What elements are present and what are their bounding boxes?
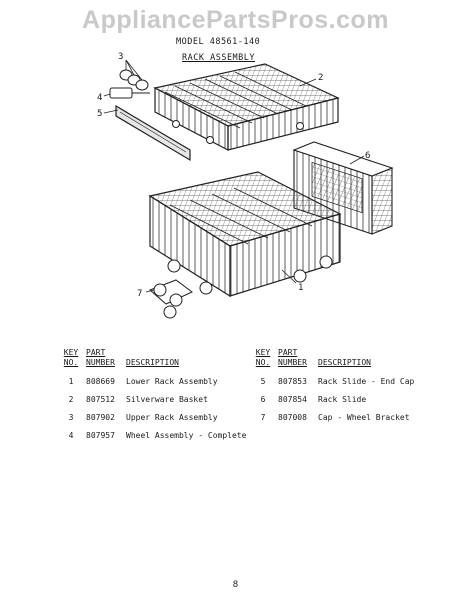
part-number-cell: 807853 — [278, 377, 307, 386]
table-row: 4 807957 Wheel Assembly - Complete — [56, 431, 440, 449]
key-cell: 5 — [260, 377, 266, 386]
callout-leaders — [103, 59, 365, 293]
callout-1: 1 — [298, 283, 303, 293]
page-number: 8 — [232, 580, 239, 590]
rack-slide-drawing — [115, 104, 191, 162]
description-cell: Silverware Basket — [126, 395, 208, 404]
part-number-cell: 808669 — [86, 377, 115, 386]
table-row: 1 808669 Lower Rack Assembly 5 807853 Ra… — [56, 377, 440, 395]
key-cell: 1 — [68, 377, 74, 386]
part-number-cell: 807957 — [86, 431, 115, 440]
watermark-logo: AppliancePartsPros.com — [82, 6, 389, 34]
part-number-cell — [278, 431, 318, 449]
table-row: 2 807512 Silverware Basket 6 807854 Rack… — [56, 395, 440, 413]
upper-rack-drawing — [153, 63, 340, 151]
callout-2: 2 — [318, 73, 323, 83]
key-cell: 3 — [68, 413, 74, 422]
part-number-cell: 807008 — [278, 413, 307, 422]
description-cell: Rack Slide — [318, 395, 367, 404]
description-cell: Wheel Assembly - Complete — [126, 431, 247, 440]
description-cell: Rack Slide - End Cap — [318, 377, 415, 386]
callout-3: 3 — [118, 52, 123, 62]
lower-rack-drawing — [148, 171, 342, 298]
callout-4: 4 — [97, 93, 102, 103]
description-header-left: DESCRIPTION — [126, 358, 179, 367]
description-cell: Upper Rack Assembly — [126, 413, 218, 422]
key-cell — [248, 431, 278, 449]
wheel-bracket-drawing — [149, 279, 193, 319]
callout-7: 7 — [137, 289, 142, 299]
section-title: RACK ASSEMBLY — [182, 53, 256, 63]
callout-6: 6 — [365, 151, 370, 161]
part-number-cell: 807512 — [86, 395, 115, 404]
callout-5: 5 — [97, 109, 102, 119]
description-cell — [318, 431, 440, 449]
rack-assembly-diagram: 3 4 5 2 6 1 7 — [97, 52, 394, 319]
description-cell: Lower Rack Assembly — [126, 377, 218, 386]
description-cell: Cap - Wheel Bracket — [318, 413, 410, 422]
wheel-parts-drawing — [109, 69, 150, 99]
key-cell: 7 — [260, 413, 266, 422]
key-cell: 6 — [260, 395, 266, 404]
part-number-cell: 807902 — [86, 413, 115, 422]
part-number-cell: 807854 — [278, 395, 307, 404]
model-number: MODEL 48561-140 — [176, 37, 261, 47]
description-header-right: DESCRIPTION — [318, 358, 371, 367]
key-cell: 2 — [68, 395, 74, 404]
key-cell: 4 — [68, 431, 74, 440]
table-row: 3 807902 Upper Rack Assembly 7 807008 Ca… — [56, 413, 440, 431]
